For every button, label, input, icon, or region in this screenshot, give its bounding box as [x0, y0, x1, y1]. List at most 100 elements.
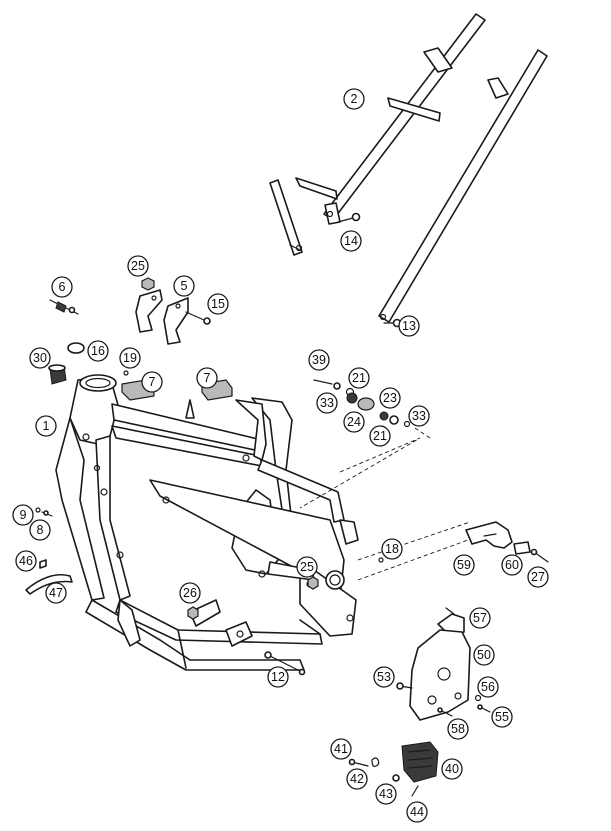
nut-25-part: [141, 277, 155, 291]
bracket-50-part: [409, 629, 471, 721]
svg-text:59: 59: [457, 558, 471, 572]
callout-59: 59: [453, 554, 475, 576]
callout-56: 56: [477, 676, 499, 698]
callout-14: 14: [340, 230, 362, 252]
svg-text:41: 41: [334, 742, 348, 756]
callout-60: 60: [501, 554, 523, 576]
footpeg-40-part: [401, 741, 439, 783]
svg-text:18: 18: [385, 542, 399, 556]
callout-23: 23: [379, 387, 401, 409]
svg-text:24: 24: [347, 415, 361, 429]
washer-43-part: [392, 774, 400, 782]
spring-42-part: [371, 757, 380, 767]
clip-46-part: [39, 559, 47, 569]
svg-text:43: 43: [379, 787, 393, 801]
svg-text:7: 7: [149, 375, 156, 389]
callout-2: 2: [343, 88, 365, 110]
bracket-5-part: [135, 289, 189, 345]
svg-text:30: 30: [33, 351, 47, 365]
callout-27: 27: [527, 566, 549, 588]
callout-13: 13: [398, 315, 420, 337]
svg-text:21: 21: [352, 371, 366, 385]
ring-16-part: [67, 342, 85, 354]
callout-46: 46: [15, 550, 37, 572]
callout-5: 5: [173, 275, 195, 297]
callout-55: 55: [491, 706, 513, 728]
callout-47: 47: [45, 582, 67, 604]
callout-43: 43: [375, 783, 397, 805]
callout-16: 16: [87, 340, 109, 362]
screw-55-part: [477, 704, 491, 713]
svg-text:58: 58: [451, 722, 465, 736]
spacer-60-part: [513, 541, 531, 555]
svg-text:56: 56: [481, 680, 495, 694]
callout-57: 57: [469, 607, 491, 629]
screw-27-part: [530, 548, 549, 563]
svg-text:60: 60: [505, 558, 519, 572]
callout-15: 15: [207, 293, 229, 315]
svg-text:25: 25: [300, 560, 314, 574]
svg-text:12: 12: [271, 670, 285, 684]
hose-47-part: [25, 574, 73, 595]
shock-mount-set-part: [313, 379, 431, 439]
bolt-12-part: [264, 651, 306, 676]
callout-21b: 21: [369, 425, 391, 447]
chain-guide-59-part: [465, 521, 513, 549]
screw-15-part: [185, 311, 211, 325]
svg-text:15: 15: [211, 297, 225, 311]
svg-text:33: 33: [412, 409, 426, 423]
svg-text:19: 19: [123, 351, 137, 365]
callout-7b: 7: [196, 367, 218, 389]
svg-text:39: 39: [312, 353, 326, 367]
svg-text:40: 40: [445, 762, 459, 776]
svg-text:27: 27: [531, 570, 545, 584]
svg-text:16: 16: [91, 344, 105, 358]
callout-40: 40: [441, 758, 463, 780]
callout-19: 19: [119, 347, 141, 369]
callout-12: 12: [267, 666, 289, 688]
svg-text:55: 55: [495, 710, 509, 724]
callout-26: 26: [179, 582, 201, 604]
callout-41: 41: [330, 738, 352, 760]
svg-text:2: 2: [351, 92, 358, 106]
svg-text:42: 42: [350, 772, 364, 786]
plug-18-part: [378, 557, 384, 563]
callout-21a: 21: [348, 367, 370, 389]
screw-53-part: [396, 682, 413, 690]
callout-24: 24: [343, 411, 365, 433]
pin-41-part: [348, 758, 369, 767]
part-8: [41, 510, 53, 517]
bushing-30-part: [48, 364, 67, 385]
nut-25b-part: [307, 576, 319, 590]
cotter-44-part: [411, 785, 419, 797]
callout-8: 8: [29, 519, 51, 541]
callout-9: 9: [12, 504, 34, 526]
svg-text:13: 13: [402, 319, 416, 333]
callout-58: 58: [447, 718, 469, 740]
callout-50: 50: [473, 644, 495, 666]
svg-text:1: 1: [43, 419, 50, 433]
washer-56-part: [474, 694, 482, 702]
callout-44: 44: [406, 801, 428, 823]
fitting-6-part: [49, 299, 79, 315]
callout-7a: 7: [141, 371, 163, 393]
callout-25a: 25: [127, 255, 149, 277]
dashed-lines-part: [299, 437, 471, 581]
callout-1: 1: [35, 415, 57, 437]
nut-26-part: [187, 606, 199, 620]
screw-58-part: [437, 707, 453, 717]
screw-14-part: [337, 212, 361, 223]
svg-text:6: 6: [59, 280, 66, 294]
callout-30: 30: [29, 347, 51, 369]
callout-39: 39: [308, 349, 330, 371]
svg-text:57: 57: [473, 611, 487, 625]
callout-18: 18: [381, 538, 403, 560]
svg-text:33: 33: [320, 396, 334, 410]
svg-text:21: 21: [373, 429, 387, 443]
callout-6: 6: [51, 276, 73, 298]
svg-text:5: 5: [181, 279, 188, 293]
svg-text:9: 9: [20, 508, 27, 522]
callout-33b: 33: [408, 405, 430, 427]
svg-text:44: 44: [410, 805, 424, 819]
callout-25b: 25: [296, 556, 318, 578]
